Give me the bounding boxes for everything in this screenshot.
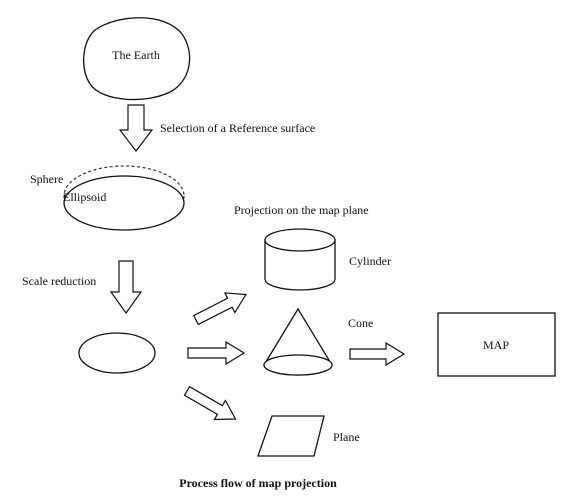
ellipsoid-shape bbox=[63, 175, 185, 231]
plane-shape bbox=[257, 415, 325, 457]
earth-shape bbox=[83, 17, 191, 101]
earth-label: The Earth bbox=[112, 48, 160, 62]
arrow-to-cylinder bbox=[192, 292, 247, 326]
cylinder-shape bbox=[264, 228, 336, 291]
projection-label: Projection on the map plane bbox=[234, 203, 369, 217]
cone-label: Cone bbox=[348, 316, 373, 330]
arrow-down-2 bbox=[109, 260, 143, 315]
arrow-to-plane bbox=[183, 385, 237, 421]
cone-shape bbox=[263, 307, 333, 376]
reference-surface-label: Selection of a Reference surface bbox=[160, 121, 315, 135]
sphere-label: Sphere bbox=[30, 172, 63, 186]
arrow-to-map bbox=[349, 341, 406, 367]
diagram-caption: Process flow of map projection bbox=[179, 476, 337, 490]
ellipsoid-label: Ellipsoid bbox=[63, 190, 106, 204]
map-box bbox=[437, 312, 556, 377]
arrow-to-cone bbox=[187, 340, 246, 366]
plane-label: Plane bbox=[333, 430, 360, 444]
arrow-down-1 bbox=[118, 104, 154, 152]
cylinder-label: Cylinder bbox=[349, 254, 391, 268]
map-label: MAP bbox=[483, 338, 509, 352]
reduced-ellipse-shape bbox=[78, 332, 156, 374]
scale-reduction-label: Scale reduction bbox=[22, 274, 96, 288]
